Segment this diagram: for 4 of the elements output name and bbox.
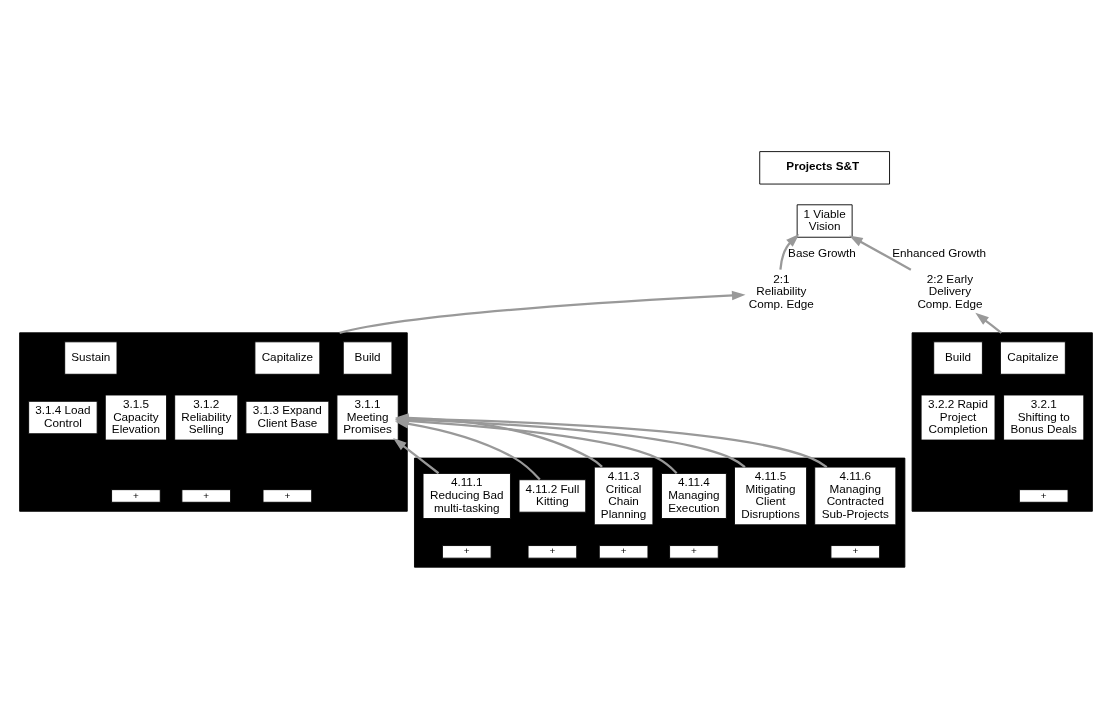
edge-label: Enhanced Growth bbox=[892, 245, 986, 259]
node-text: 2:1 Reliability Comp. Edge bbox=[748, 271, 814, 310]
node-text: 2:2 Early Delivery Comp. Edge bbox=[917, 271, 983, 310]
edge-label: Base Growth bbox=[788, 245, 856, 259]
